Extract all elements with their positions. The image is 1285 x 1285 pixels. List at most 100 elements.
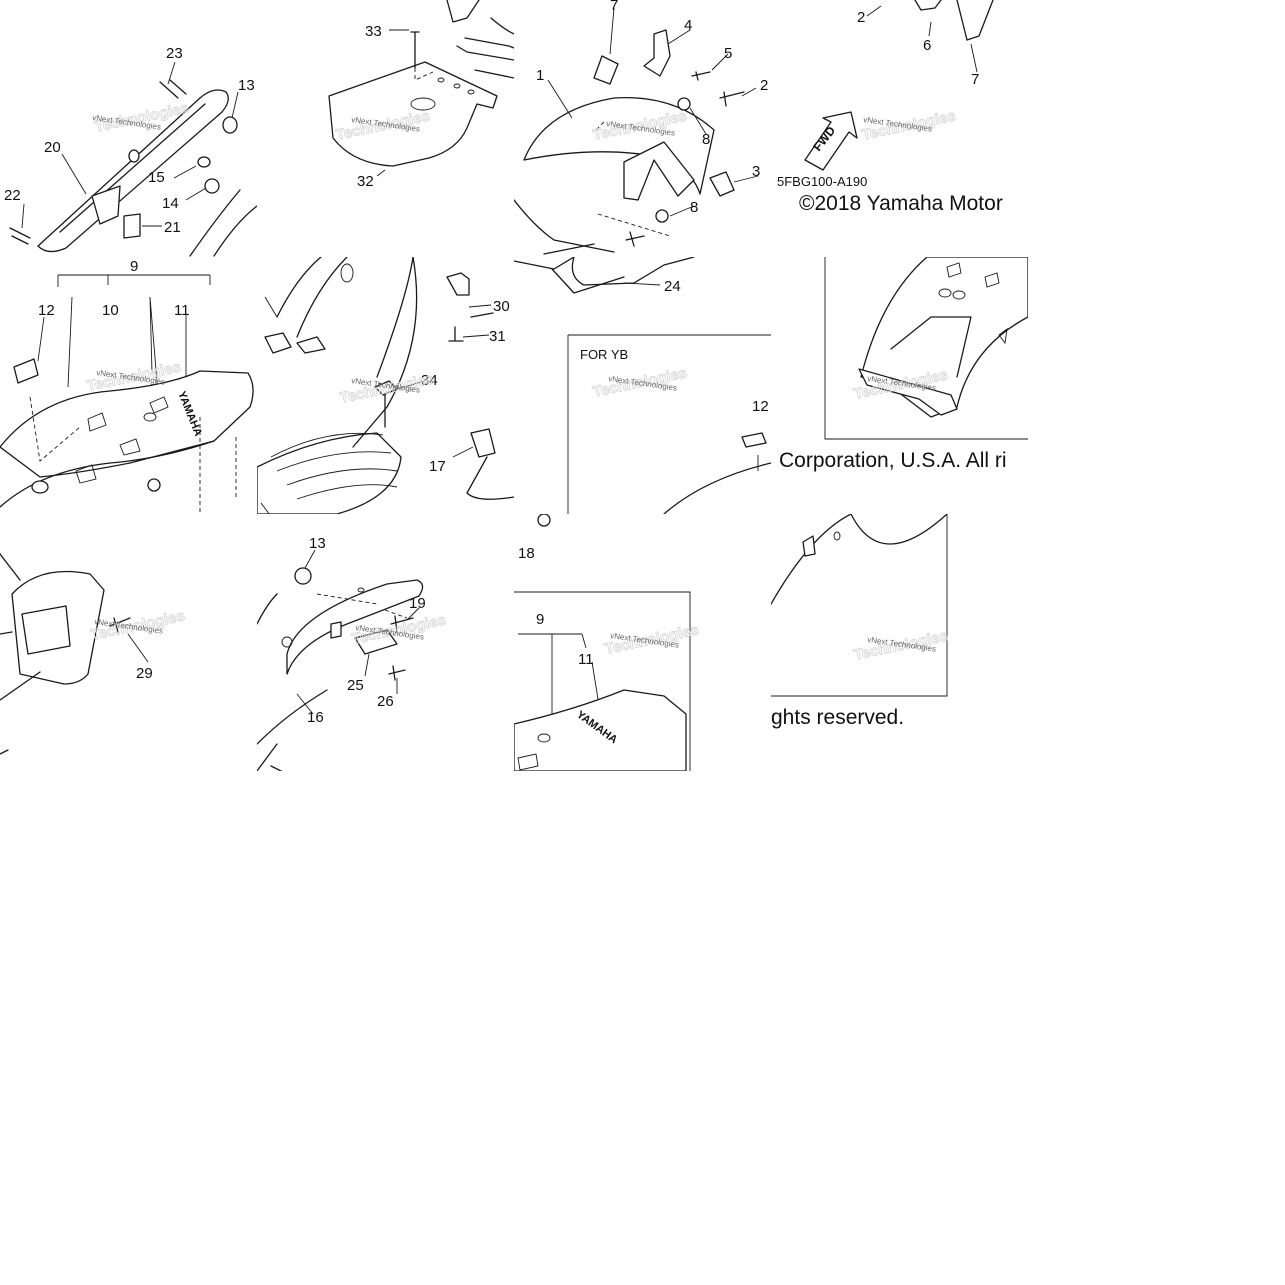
callout: 13 (238, 77, 255, 94)
reflector-7 (594, 56, 618, 84)
bolt-26 (389, 666, 405, 680)
callout: 31 (489, 328, 506, 345)
grab-bar-drawing: 23 13 20 15 14 22 21 Technologies vNext … (4, 45, 257, 257)
diagram-tile-legend: 2 6 7 FWD 5FBG100-A190 ©2018 Yamaha Moto… (771, 0, 1028, 257)
callout: 32 (357, 173, 374, 190)
fender-opening (891, 317, 971, 377)
grab-bar-edge (60, 104, 205, 232)
diagram-tile-taillight: 27 30 31 34 17 Technologies vNext Techno… (257, 257, 514, 514)
callout: 10 (102, 302, 119, 319)
callout: 4 (684, 17, 692, 34)
callout: 1 (536, 67, 544, 84)
bolt-19 (391, 616, 413, 632)
lower-edge (0, 672, 40, 754)
leader-lines (548, 8, 758, 216)
bracket-9 (58, 275, 210, 287)
diagram-code: 5FBG100-A190 (777, 174, 867, 189)
callout: 26 (377, 693, 394, 710)
grab-bar-bracket (92, 186, 120, 224)
callout: 21 (164, 219, 181, 236)
callout: 20 (44, 139, 61, 156)
leader-line (128, 634, 148, 662)
seat-curve (664, 463, 771, 514)
fender-slot (999, 329, 1007, 343)
callout: 30 (493, 298, 510, 315)
fender-edge-2 (467, 457, 514, 499)
callout: 9 (130, 258, 138, 275)
callout: 7 (971, 71, 979, 88)
inset-label: FOR YB (580, 347, 628, 362)
plate (331, 622, 341, 638)
callout: 11 (174, 302, 190, 319)
callout: 8 (690, 199, 698, 216)
callout: 16 (307, 709, 324, 726)
leader-lines (867, 6, 977, 72)
fender-bracket (447, 0, 514, 78)
callout: 23 (166, 45, 183, 62)
grab-bar-hole (129, 150, 139, 162)
bracket-25 (355, 630, 397, 654)
bolt-23 (160, 80, 186, 98)
diagram-tile-inset-seat: 18 9 11 YAMAHA Technologies vNext Techno… (514, 514, 771, 771)
grab-bar-hole (358, 588, 364, 592)
fender-stay-lower (552, 269, 624, 293)
inset-seat-drawing: 18 9 11 YAMAHA Technologies vNext Techno… (514, 514, 701, 771)
diagram-tile-rear-grab-bar: 23 13 20 15 14 22 21 Technologies vNext … (0, 0, 257, 257)
inset-frame (825, 257, 1028, 439)
inset-frame (568, 335, 771, 514)
fender-edge (190, 190, 240, 256)
nut-18 (538, 514, 550, 526)
callout: 22 (4, 187, 21, 204)
nut-8b (656, 210, 668, 222)
fender-hole (953, 291, 965, 299)
callout: 24 (664, 278, 681, 295)
taillight-lens (257, 433, 401, 514)
reflector-3 (710, 172, 734, 196)
callout: 12 (38, 302, 55, 319)
diagram-tile-grab-bar-right: 13 19 25 26 16 Technologies vNext Techno… (257, 514, 514, 771)
nut-8 (678, 98, 690, 110)
fender-edge (0, 554, 20, 634)
front-fender-1 (524, 98, 714, 194)
bolt-33 (411, 32, 419, 68)
seat-pad (518, 754, 538, 770)
grab-bar-right (287, 580, 423, 674)
taillight-drawing: 27 30 31 34 17 Technologies vNext Techno… (257, 257, 514, 514)
dash-line (30, 397, 236, 514)
copyright-part2: Corporation, U.S.A. All ri (779, 449, 1007, 472)
seat-edge (0, 441, 214, 507)
collar-13 (295, 568, 311, 584)
plate-hole (438, 78, 444, 82)
fender-lower (514, 200, 614, 254)
decal-12 (14, 359, 38, 383)
front-fender-lower (514, 257, 694, 285)
taillight-ribs (271, 433, 397, 499)
rubber-pad-21 (124, 214, 140, 238)
fender-hole (341, 264, 353, 282)
callout: 15 (148, 169, 165, 186)
bolt-path (415, 68, 433, 80)
fender-bracket (265, 333, 325, 353)
washer-15 (198, 157, 210, 167)
leader-lines (261, 297, 491, 514)
seat-bracket-2 (148, 479, 160, 491)
fender-plate-drawing: 33 32 Technologies vNext Technologies (257, 0, 514, 190)
fender-hole (834, 532, 840, 540)
seat-top (514, 690, 686, 771)
collar-13 (223, 117, 237, 133)
diagram-tile-fender-plate: 33 32 Technologies vNext Technologies (257, 0, 514, 257)
inset-lower-drawing: ghts reserved. Technologies vNext Techno… (771, 514, 950, 729)
callout: 17 (429, 458, 446, 475)
damper-14 (205, 179, 219, 193)
seat-pads (76, 397, 168, 483)
rear-bracket (915, 0, 993, 40)
fender-bracket (859, 369, 957, 415)
bracket-30 (447, 273, 493, 317)
front-fender-drawing: 7 4 5 1 2 8 3 8 Technologies vNext Techn… (514, 0, 768, 257)
callout: 9 (536, 611, 544, 628)
diagram-tile-front-fender: 7 4 5 1 2 8 3 8 Technologies vNext Techn… (514, 0, 771, 257)
callout: 34 (421, 372, 438, 389)
inset-fender-drawing: Corporation, U.S.A. All ri Technologies … (779, 257, 1028, 472)
callout: 12 (752, 398, 769, 415)
